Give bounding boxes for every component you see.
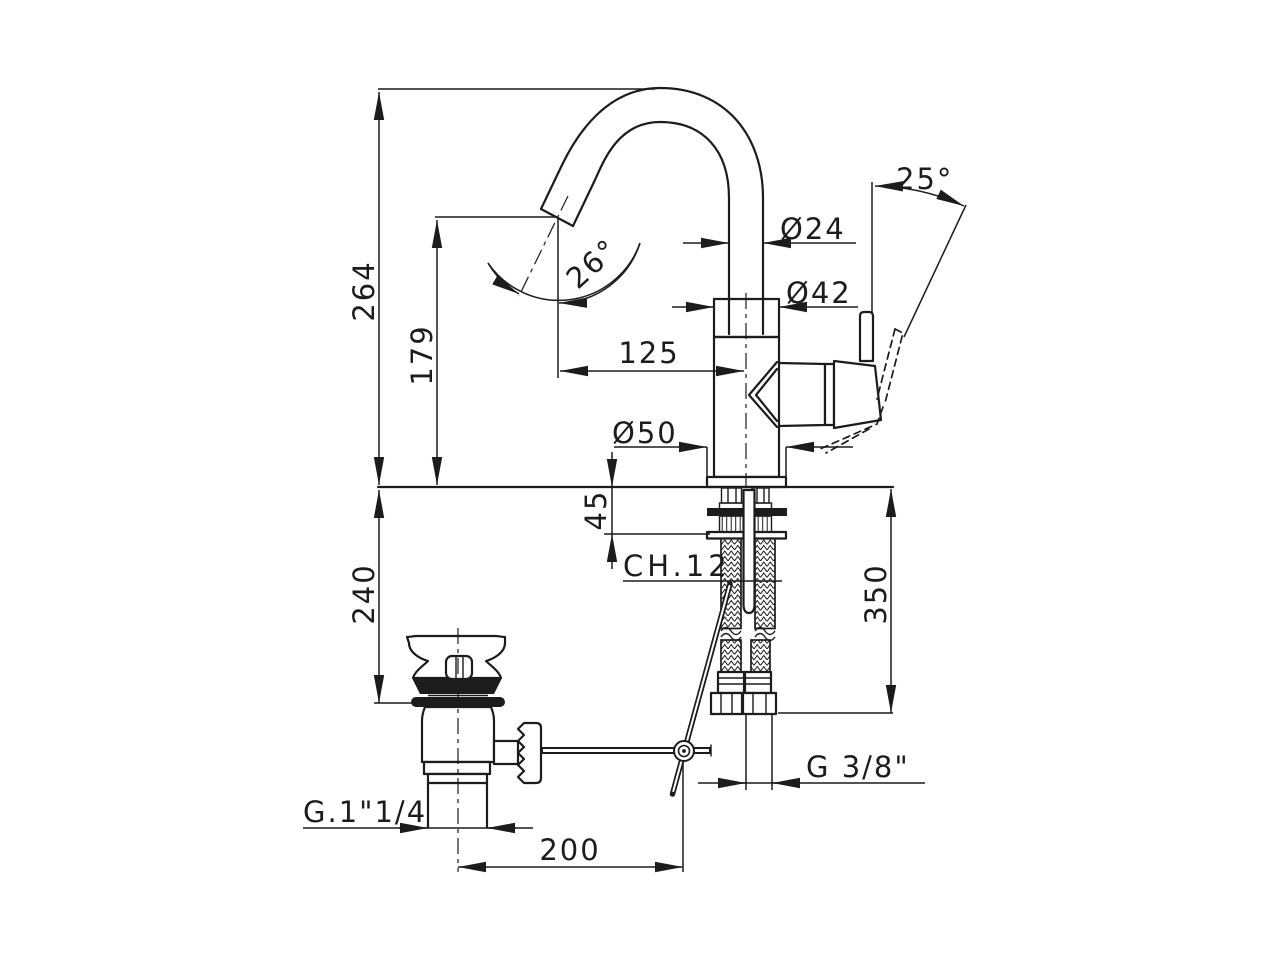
pop-up-rod-linkage bbox=[540, 581, 733, 797]
dim-label-25deg: 25° bbox=[896, 162, 953, 196]
dim-label-o42: Ø42 bbox=[786, 276, 852, 310]
dim-label-45: 45 bbox=[579, 490, 613, 531]
dim-handle-angle: 25° bbox=[871, 162, 967, 338]
dim-label-g114: G.1"1/4 bbox=[303, 795, 427, 829]
dim-label-26deg: 26° bbox=[560, 232, 625, 296]
handle-rotated-ghost bbox=[819, 328, 904, 454]
dim-hose-thread: G 3/8" bbox=[698, 715, 925, 790]
dim-waste-thread: G.1"1/4 bbox=[303, 795, 533, 834]
dim-label-g38: G 3/8" bbox=[806, 750, 910, 784]
dim-rod-hex: CH.12 bbox=[623, 549, 782, 583]
dim-hose-length: 350 bbox=[778, 489, 897, 714]
dim-spout-angle: 26° bbox=[487, 218, 641, 378]
dim-spout-reach: 125 bbox=[560, 336, 744, 377]
knurled-rod-nut bbox=[516, 721, 543, 785]
dim-label-125: 125 bbox=[618, 336, 679, 370]
dim-label-240: 240 bbox=[347, 563, 381, 624]
dim-label-o50: Ø50 bbox=[612, 416, 678, 450]
pop-up-waste bbox=[405, 628, 543, 872]
dim-label-200: 200 bbox=[539, 833, 600, 867]
dim-spout-height: 179 bbox=[405, 216, 558, 485]
dim-base-diameter: Ø50 bbox=[612, 416, 853, 477]
dim-deck-clearance: 45 bbox=[579, 452, 710, 569]
dim-label-264: 264 bbox=[347, 260, 381, 321]
dim-label-o24: Ø24 bbox=[780, 212, 846, 246]
waste-gasket bbox=[412, 678, 502, 694]
dim-spout-diameter: Ø24 bbox=[683, 212, 856, 249]
dim-total-height: 264 bbox=[347, 88, 655, 485]
faucet-spout bbox=[518, 86, 765, 336]
dim-label-ch12: CH.12 bbox=[623, 549, 731, 583]
dim-label-350: 350 bbox=[859, 563, 893, 624]
dim-drain-rod-offset: 200 bbox=[458, 761, 684, 873]
faucet-handle bbox=[777, 310, 904, 454]
dim-below-deck-depth: 240 bbox=[347, 490, 412, 704]
dim-body-diameter: Ø42 bbox=[672, 276, 858, 313]
faucet-body bbox=[705, 293, 788, 489]
dim-label-179: 179 bbox=[405, 324, 439, 385]
fixing-rod bbox=[742, 488, 756, 615]
supply-hoses-and-mounting bbox=[705, 487, 788, 716]
spout-axis-centerline bbox=[518, 195, 569, 297]
